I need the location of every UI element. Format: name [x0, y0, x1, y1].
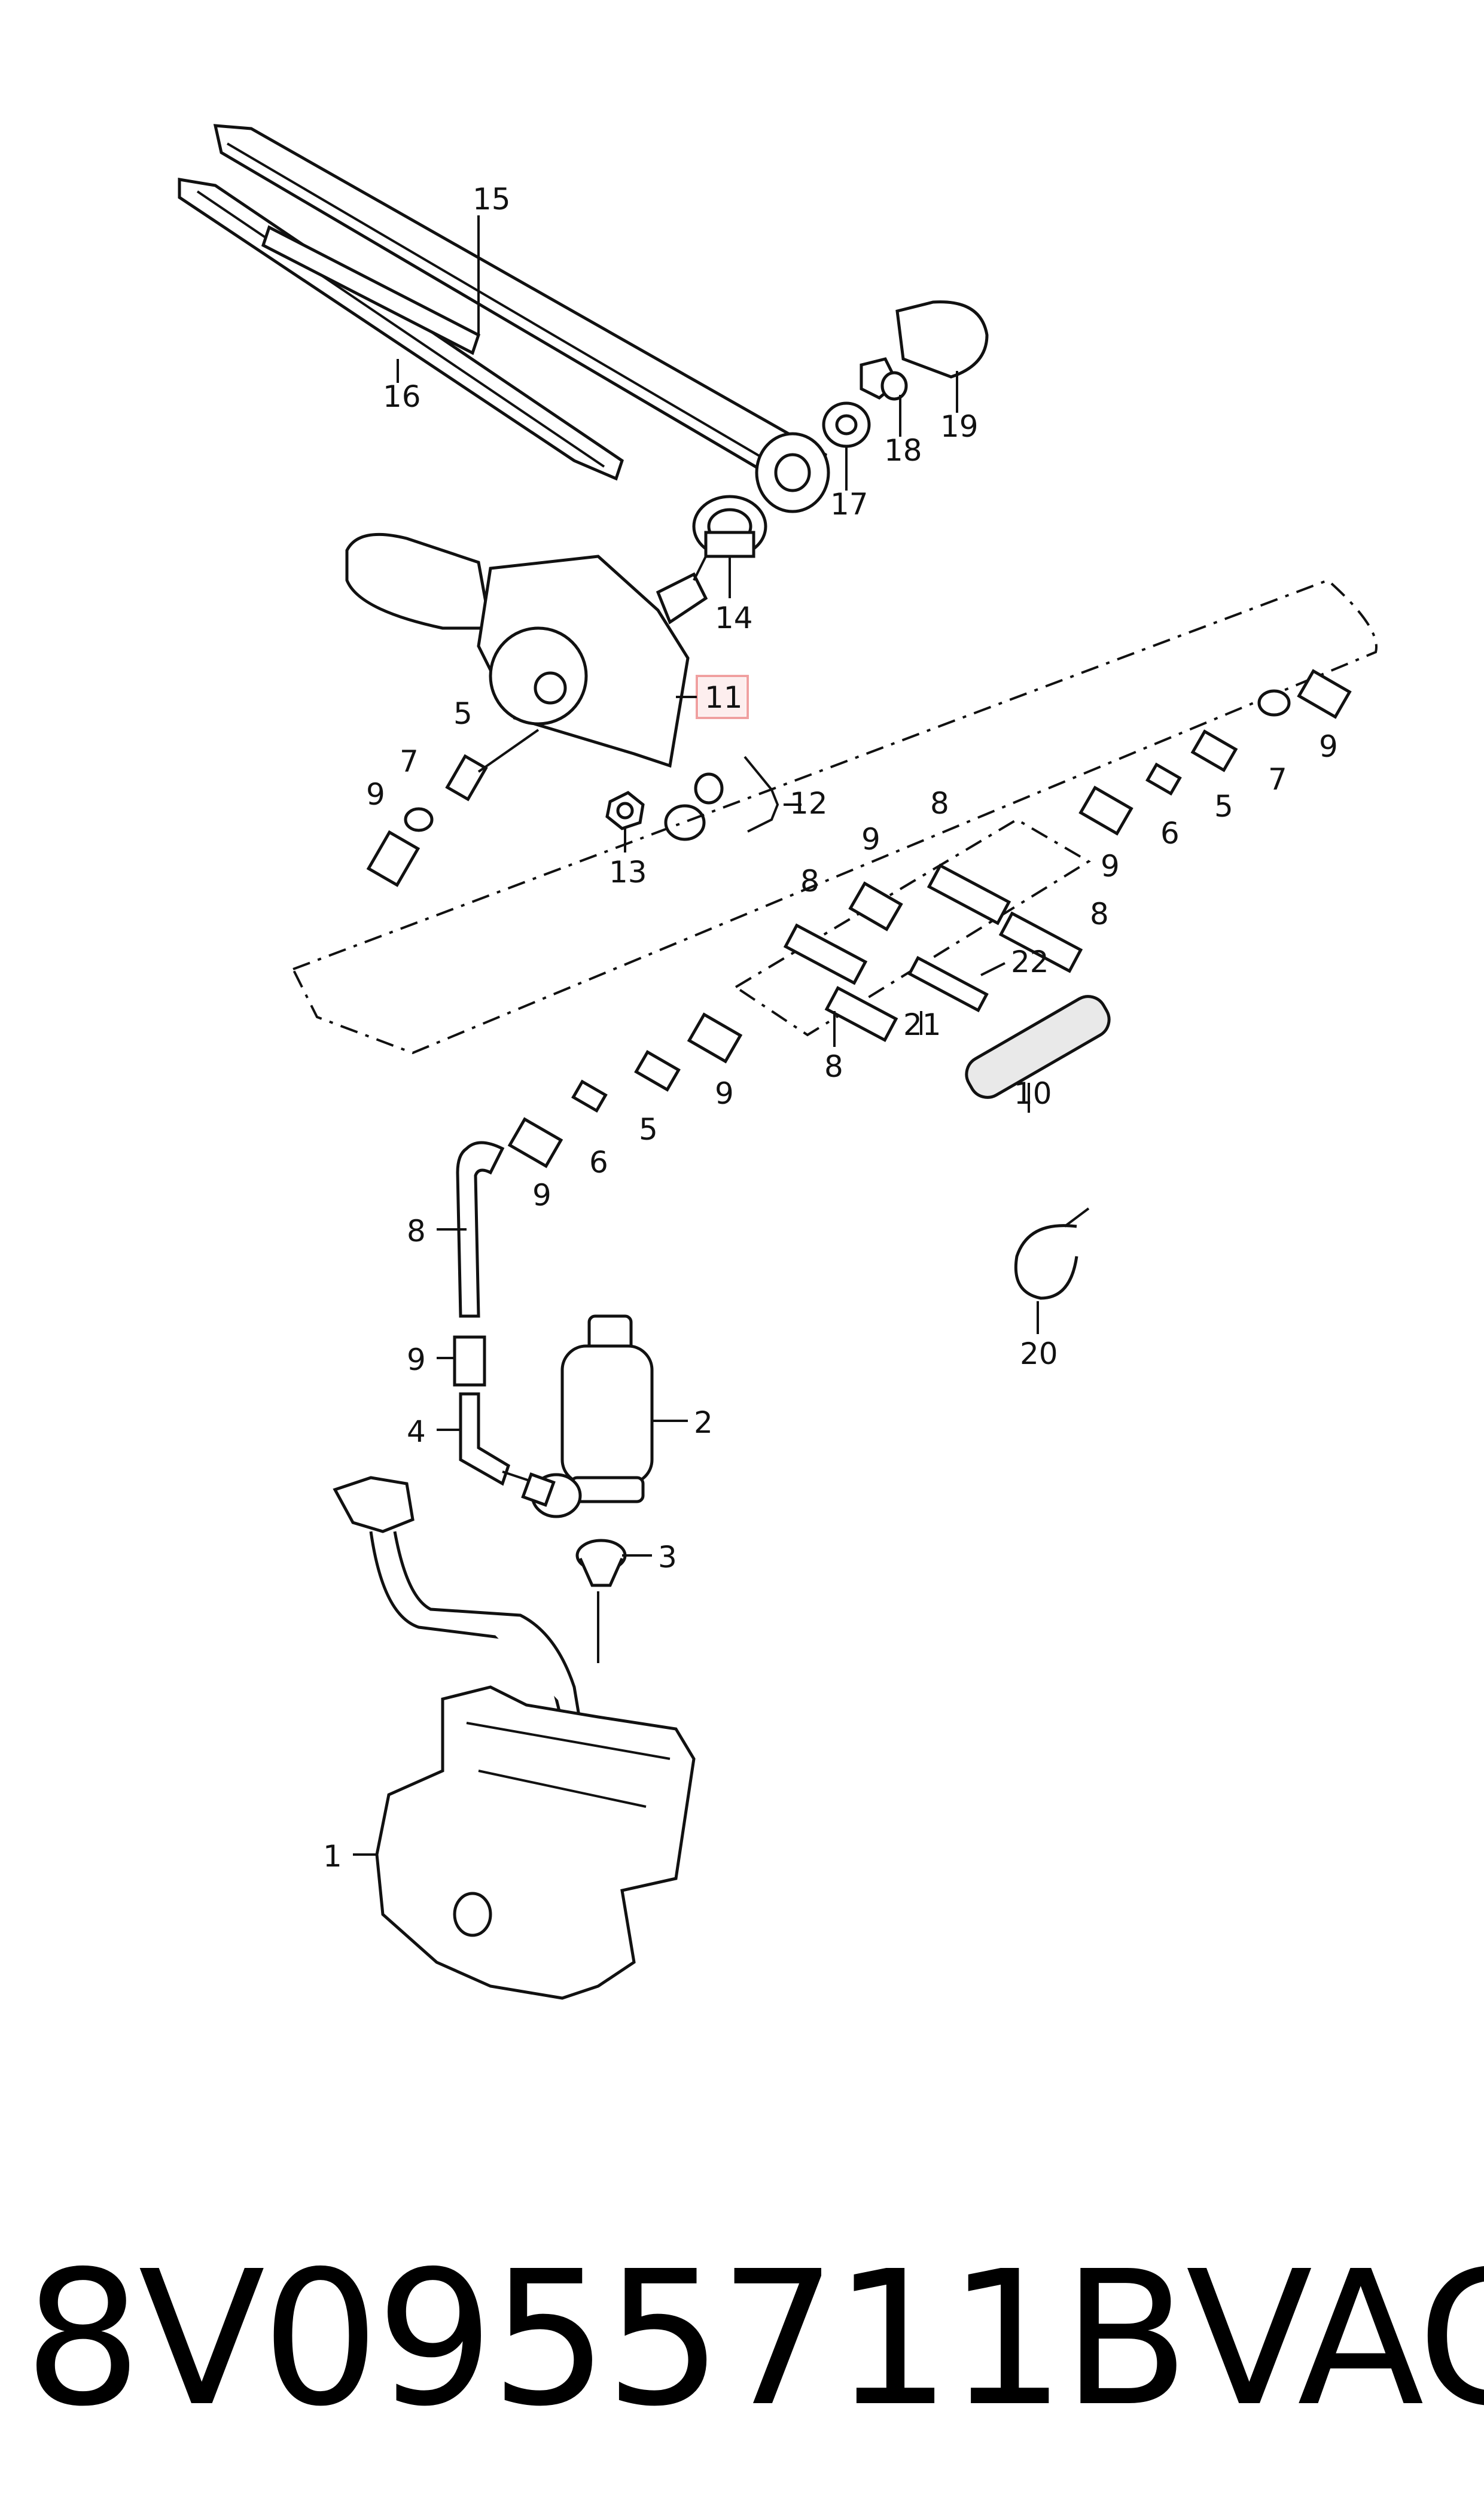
callout-6a: 6 [1160, 816, 1180, 851]
hose-assembly-boundary [291, 578, 1378, 1055]
brand-name: VAG [1186, 2231, 1484, 2447]
spacer-washer [822, 401, 871, 448]
pump-grommet [575, 1539, 627, 1663]
repair-set-boundary [733, 818, 1091, 1037]
callout-16: 16 [383, 379, 421, 414]
callout-9g: 9 [407, 1342, 426, 1377]
callout-5c: 5 [639, 1112, 658, 1147]
wiper-blade [178, 178, 624, 481]
callout-17: 17 [830, 487, 869, 522]
cable-tie [1014, 1207, 1090, 1300]
callout-1: 1 [323, 1839, 342, 1874]
callout-21: 21 [903, 1007, 941, 1042]
callout-12: 12 [790, 786, 828, 821]
washer-pump [521, 1314, 654, 1518]
right-fittings-upper [1078, 669, 1352, 836]
callout-7a: 7 [400, 744, 419, 779]
callout-9a: 9 [366, 777, 385, 812]
callout-14: 14 [715, 601, 753, 635]
callout-8d: 8 [824, 1049, 843, 1084]
rubber-mounts [664, 772, 724, 841]
callout-9c: 9 [1101, 849, 1120, 884]
callout-11: 11 [705, 680, 743, 715]
washer-reservoir [333, 1476, 696, 2000]
callout-7b: 7 [1268, 762, 1287, 797]
callout-8e: 8 [407, 1214, 426, 1249]
part-number: 8V0955711B [24, 2231, 1190, 2447]
callout-labels: 15 16 19 18 17 14 11 12 13 5 7 9 9 7 5 6… [323, 182, 1338, 1874]
callout-3: 3 [658, 1540, 677, 1575]
callout-10: 10 [1014, 1076, 1052, 1111]
leader-lines [353, 215, 1039, 1856]
protective-sleeve [965, 995, 1111, 1099]
callout-18: 18 [884, 433, 922, 468]
middle-fittings [507, 1012, 743, 1168]
callout-8b: 8 [800, 864, 819, 899]
left-fittings-upper [366, 729, 540, 887]
callout-6b: 6 [589, 1145, 608, 1180]
callout-8c: 8 [1090, 897, 1109, 931]
callout-8a: 8 [930, 786, 949, 821]
callout-19: 19 [940, 409, 979, 444]
grommet [692, 495, 767, 558]
callout-5b: 5 [1214, 789, 1233, 824]
callout-5a: 5 [453, 696, 473, 731]
callout-13: 13 [609, 855, 647, 890]
callout-20: 20 [1020, 1336, 1058, 1371]
wiper-arm-cap [895, 300, 989, 379]
mount-nut [605, 791, 645, 830]
callout-9f: 9 [532, 1178, 551, 1213]
callout-22: 22 [1011, 945, 1049, 979]
callout-9d: 9 [861, 822, 880, 857]
callout-4: 4 [407, 1414, 426, 1449]
vertical-hose [453, 1141, 539, 1486]
callout-2: 2 [694, 1405, 713, 1440]
callout-9b: 9 [1319, 729, 1338, 764]
wiper-arm [213, 124, 830, 513]
callout-15: 15 [473, 182, 511, 217]
wiper-motor [345, 532, 708, 768]
part-footer: 8V0955711B VAG [24, 2213, 1484, 2465]
arm-nut [860, 357, 908, 401]
callout-9e: 9 [715, 1076, 734, 1111]
ribbed-hoses [783, 863, 1083, 1042]
